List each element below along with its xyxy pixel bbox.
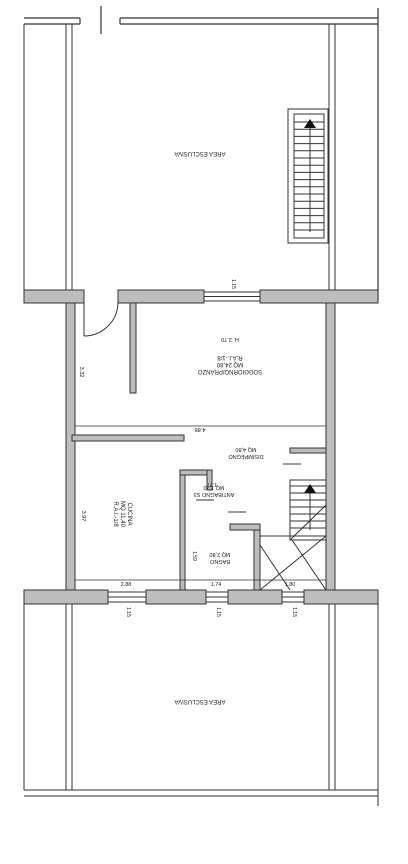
dim-332: 3.32 xyxy=(78,367,84,378)
window-top xyxy=(203,291,261,302)
entrance-door xyxy=(83,302,119,337)
room-disimpegno: DISIMPEGNO MQ 4,80 xyxy=(228,446,264,459)
room-soggiorno: SOGGIORNO/PRANZO MQ 24,80 R.A.I.-1/8 xyxy=(198,354,263,374)
area-top-label: AREA ESCLUSIVA xyxy=(175,150,226,156)
window-b3-dim: 1.15 xyxy=(291,607,297,617)
soggiorno-ratio: R.A.I.-1/8 xyxy=(217,354,243,360)
window-top-dim: 1.15 xyxy=(230,279,236,289)
area-bottom-label: AREA ESCLUSIVA xyxy=(175,698,226,704)
window-b1-dim: 1.15 xyxy=(125,607,131,617)
antibagno-area: MQ 1,70 xyxy=(203,484,224,490)
dim-180: 1.80 xyxy=(285,582,296,588)
antibagno-name: ANTIBAGNO S3 xyxy=(194,491,235,497)
bagno-name: BAGNO xyxy=(209,558,230,564)
cucina-area: MQ 11,40 xyxy=(119,501,125,528)
top-stair xyxy=(287,108,329,244)
disimpegno-area: MQ 4,80 xyxy=(235,446,256,452)
room-bagno: BAGNO MQ 2,80 xyxy=(209,551,230,564)
dim-174: 1.74 xyxy=(211,582,222,588)
soggiorno-name: SOGGIORNO/PRANZO xyxy=(198,368,263,374)
dwelling-walls xyxy=(23,289,379,605)
stair-arrow-up-icon xyxy=(304,119,316,128)
dim-127: 1.27 xyxy=(207,481,217,487)
room-antibagno: ANTIBAGNO S3 MQ 1,70 xyxy=(194,484,235,497)
bottom-area-walls xyxy=(23,604,379,806)
bagno-area: MQ 2,80 xyxy=(209,551,230,557)
soggiorno-area: MQ 24,80 xyxy=(216,361,243,367)
top-area-walls xyxy=(23,24,336,290)
windows-bottom xyxy=(107,591,305,603)
disimpegno-name: DISIMPEGNO xyxy=(228,453,264,459)
stair-arrow-up-icon xyxy=(304,484,316,493)
dim-397: 3.97 xyxy=(80,511,86,522)
dim-159: 1.59 xyxy=(191,551,197,561)
room-cucina: CUCINA MQ 11,40 R.A.I.-1/8 xyxy=(112,501,132,528)
dim-288: 2.88 xyxy=(121,582,132,588)
cucina-ratio: R.A.I.-1/8 xyxy=(112,501,118,527)
window-b2-dim: 1.15 xyxy=(215,607,221,617)
bottom-stair xyxy=(259,479,327,591)
cucina-name: CUCINA xyxy=(126,502,132,525)
height-label: H. 2.70 xyxy=(221,336,239,342)
dim-488: 4.88 xyxy=(195,426,206,432)
marker-lines xyxy=(196,463,301,513)
